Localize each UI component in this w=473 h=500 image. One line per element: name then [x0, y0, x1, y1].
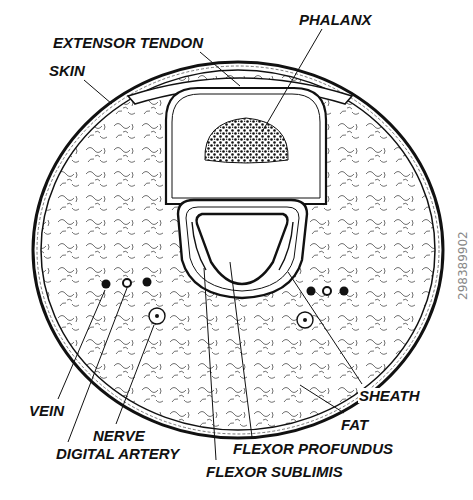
part-label: DIGITAL ARTERY — [55, 446, 180, 461]
watermark: 298389902 — [457, 231, 470, 300]
part-label: NERVE — [92, 428, 146, 443]
part-label: SKIN — [48, 63, 86, 78]
part-label: SHEATH — [358, 388, 421, 403]
part-label: VEIN — [28, 403, 65, 418]
part-label: PHALANX — [298, 12, 373, 27]
part-label: FAT — [340, 417, 369, 432]
part-label: EXTENSOR TENDON — [52, 35, 204, 50]
part-label: FLEXOR SUBLIMIS — [205, 464, 344, 479]
part-label: FLEXOR PROFUNDUS — [232, 441, 394, 456]
leader-lines — [58, 29, 362, 460]
